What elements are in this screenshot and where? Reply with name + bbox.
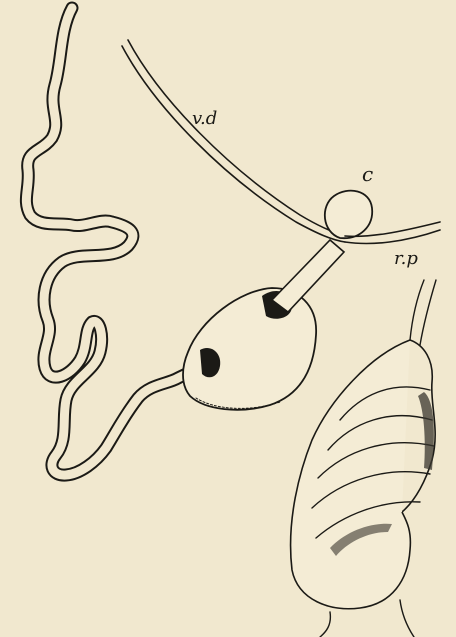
connecting-duct [272, 240, 344, 312]
label-c: c [362, 164, 373, 184]
central-vesicle [183, 288, 316, 410]
label-rp: r.p [394, 250, 418, 268]
coiled-tube [26, 8, 206, 475]
organ-c [325, 191, 372, 239]
vas-deferens [122, 40, 345, 242]
label-vd: v.d [192, 110, 217, 128]
